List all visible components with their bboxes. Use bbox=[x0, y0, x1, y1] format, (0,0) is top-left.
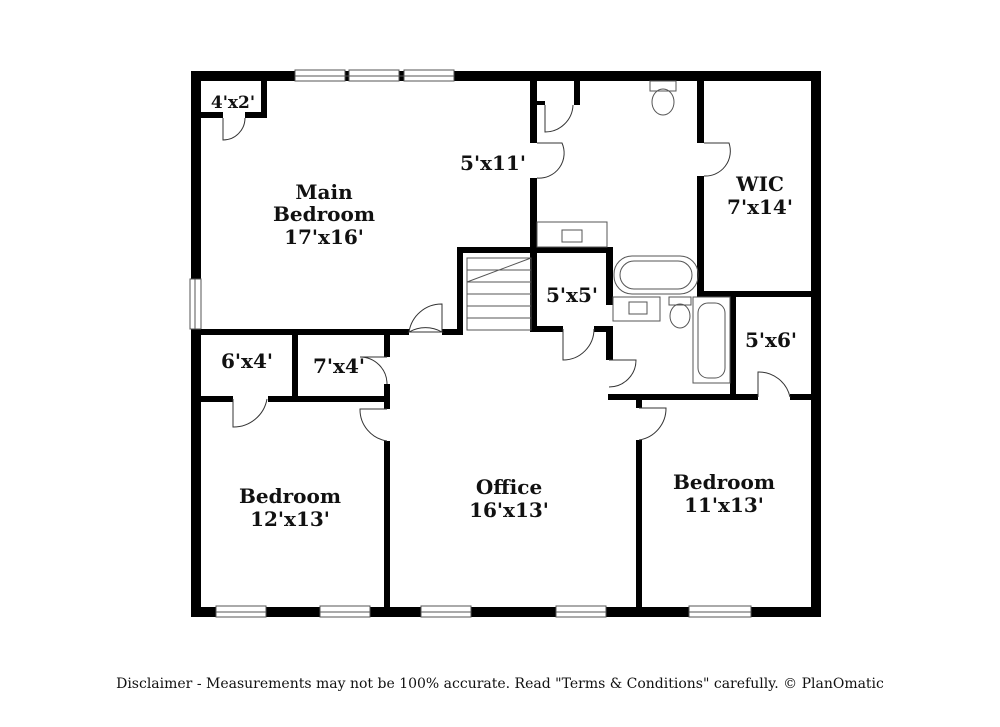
exterior-walls bbox=[191, 71, 821, 617]
office-dims: 16'x13' bbox=[469, 498, 549, 522]
main-bedroom-name-line2: Bedroom bbox=[273, 202, 375, 226]
disclaimer-text: Disclaimer - Measurements may not be 100… bbox=[116, 676, 884, 692]
hall-bath-dims: 5'x6' bbox=[745, 328, 797, 352]
door-swings bbox=[222, 104, 791, 442]
main-bedroom-dims: 17'x16' bbox=[284, 225, 364, 249]
closet-a-dims: 6'x4' bbox=[221, 349, 273, 373]
wic-name: WIC bbox=[735, 172, 784, 196]
toilet-main bbox=[649, 80, 677, 116]
closet-b-dims: 7'x4' bbox=[313, 354, 365, 378]
room-labels: 4'x2' Main Bedroom 17'x16' 5'x11' WIC 7'… bbox=[211, 93, 797, 531]
bedroom-left-name: Bedroom bbox=[239, 484, 341, 508]
toilet-hall bbox=[668, 296, 692, 329]
vanity bbox=[536, 221, 608, 248]
bedroom-right-dims: 11'x13' bbox=[684, 493, 764, 517]
interior-walls bbox=[201, 81, 811, 607]
office-name: Office bbox=[476, 475, 542, 499]
bathtub-main bbox=[613, 255, 699, 295]
fixtures bbox=[466, 80, 731, 384]
stairs bbox=[466, 257, 532, 331]
main-bedroom-name-line1: Main bbox=[295, 180, 353, 204]
small-room-dims: 5'x5' bbox=[546, 283, 598, 307]
window-mullions bbox=[194, 75, 751, 613]
bath-main-dims: 5'x11' bbox=[460, 151, 526, 175]
wic-dims: 7'x14' bbox=[727, 195, 793, 219]
bathtub-hall bbox=[692, 296, 731, 384]
bedroom-right-name: Bedroom bbox=[673, 470, 775, 494]
closet-main-dims: 4'x2' bbox=[211, 93, 255, 113]
bedroom-left-dims: 12'x13' bbox=[250, 507, 330, 531]
vanity-hall bbox=[612, 296, 661, 322]
